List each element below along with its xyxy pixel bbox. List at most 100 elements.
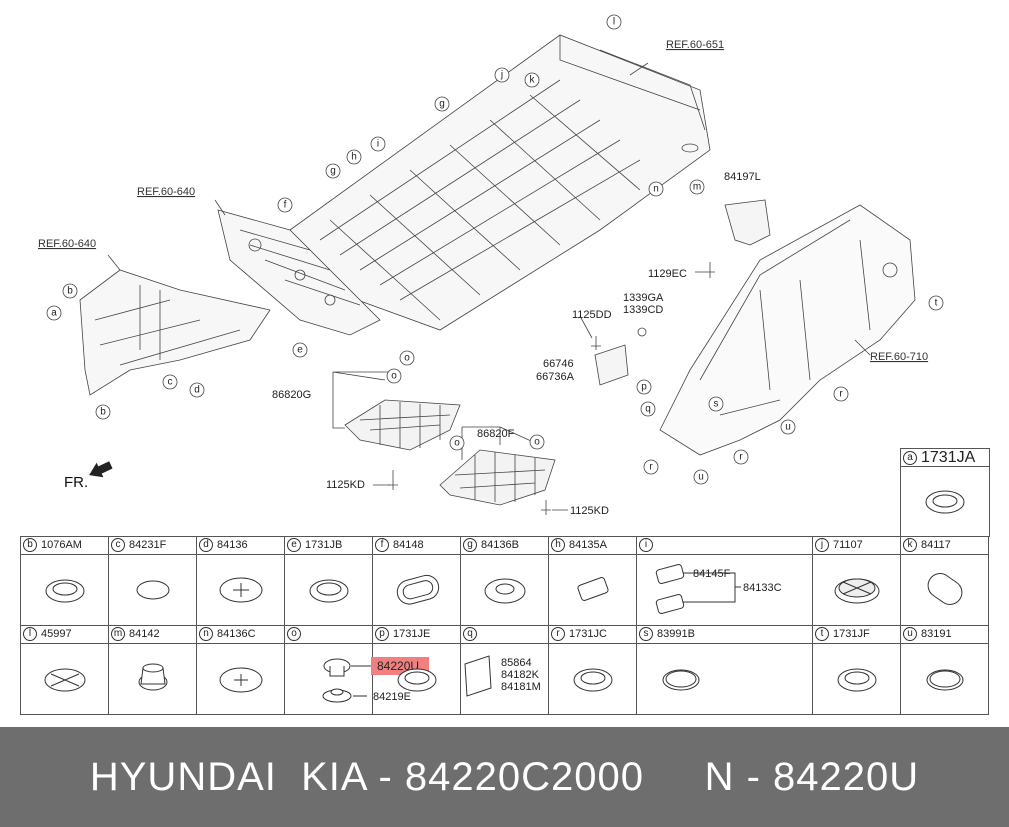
callout-b2: b: [100, 407, 106, 418]
sub-part-85864: 85864: [501, 657, 532, 669]
part-label-1339GA: 1339GA: [623, 292, 664, 304]
square-plug-icon: [577, 577, 609, 601]
callout-a: a: [51, 308, 57, 319]
under-cover-86820G: [344, 399, 461, 451]
cell-letter: n: [199, 627, 213, 642]
part-label-1125KD-right: 1125KD: [570, 505, 609, 517]
parts-cell-i: i 84145F 84133C: [636, 536, 813, 626]
part-label-1129EC: 1129EC: [648, 268, 687, 280]
cell-part-number: 84231F: [129, 539, 167, 551]
cell-part-number: 84117: [921, 539, 951, 551]
part-label-1125DD: 1125DD: [572, 309, 612, 321]
callout-j: j: [500, 70, 503, 81]
side-body-illustration: [659, 204, 916, 456]
plug-icon: [136, 580, 170, 600]
cell-part-number: 1731JF: [833, 628, 870, 640]
cell-part-number: 1076AM: [41, 539, 82, 551]
part-label-86820G: 86820G: [272, 389, 311, 401]
star-plug-icon: [484, 578, 526, 604]
callout-o4: o: [534, 437, 540, 448]
clip-icon: [138, 663, 168, 691]
cell-part-number: 1731JA: [921, 449, 976, 466]
cell-part-number: 45997: [41, 628, 72, 640]
ref-label-60-651[interactable]: REF.60-651: [666, 39, 724, 51]
cell-letter: i: [639, 538, 653, 553]
grommet-icon: [573, 668, 613, 692]
floor-panel-illustration: [289, 34, 711, 331]
cell-part-number: 71107: [833, 539, 863, 551]
sub-part-84145F: 84145F: [693, 568, 731, 580]
cell-letter: j: [815, 538, 829, 553]
cell-letter: b: [23, 538, 37, 553]
cell-letter: m: [111, 627, 125, 642]
grommet-icon: [45, 579, 85, 603]
ref-label-60-640-frame[interactable]: REF.60-640: [38, 238, 96, 250]
callout-u2: u: [698, 472, 704, 483]
parts-cell-n: n 84136C: [196, 625, 285, 715]
plug-icon: [219, 667, 263, 693]
part-label-86820F: 86820F: [477, 428, 515, 440]
part-label-1339CD: 1339CD: [623, 304, 663, 316]
callout-p: p: [641, 382, 647, 393]
sub-part-84182K: 84182K: [501, 669, 540, 681]
footer-part-number-text: HYUNDAI KIA - 84220C2000 N - 84220U: [89, 755, 920, 799]
sub-part-84181M: 84181M: [501, 681, 541, 693]
cell-letter: c: [111, 538, 125, 553]
cross-plug-icon: [834, 578, 880, 604]
cell-letter: d: [199, 538, 213, 553]
part-label-1125KD-left: 1125KD: [326, 479, 365, 491]
callout-h: h: [351, 152, 357, 163]
callout-c: c: [168, 377, 173, 388]
parts-cell-l: l 45997: [20, 625, 109, 715]
cell-part-number: 84136: [217, 539, 248, 551]
sub-part-84133C: 84133C: [743, 582, 782, 594]
callout-o1: o: [404, 353, 410, 364]
grommet-icon: [925, 490, 965, 514]
plug-icon: [926, 669, 964, 691]
ref-label-60-640-dash[interactable]: REF.60-640: [137, 186, 195, 198]
grommet-icon: [309, 579, 349, 603]
part-number-footer: HYUNDAI KIA - 84220C2000 N - 84220U: [0, 727, 1009, 827]
plug-icon: [662, 669, 700, 691]
sub-part-84219E: 84219E: [373, 691, 411, 703]
callout-l: l: [613, 17, 615, 28]
cell-letter: u: [903, 627, 917, 642]
callout-g2: g: [330, 166, 336, 177]
cell-letter: a: [903, 450, 917, 465]
callout-e: e: [297, 345, 303, 356]
callout-r2: r: [739, 452, 743, 463]
cell-part-number: 84135A: [569, 539, 607, 551]
cell-letter: l: [23, 627, 37, 642]
cell-letter: q: [463, 627, 477, 642]
cell-letter: o: [287, 627, 301, 642]
cell-part-number: 84136C: [217, 628, 256, 640]
ref-label-60-710[interactable]: REF.60-710: [870, 351, 928, 363]
cell-part-number: 84148: [393, 539, 424, 551]
front-frame-illustration: [79, 269, 271, 396]
dash-panel-illustration: [217, 209, 381, 336]
part-label-66746: 66746: [543, 358, 574, 370]
callout-f: f: [284, 200, 287, 211]
sub-part-84220U: 84220U: [377, 659, 419, 673]
grommet-icon: [397, 668, 437, 692]
parts-cell-j: j 71107: [812, 536, 901, 626]
exploded-parts-diagram: REF.60-651 REF.60-640 REF.60-640 REF.60-…: [38, 14, 944, 517]
callout-s: s: [714, 399, 719, 410]
callout-r1: r: [839, 389, 843, 400]
front-direction-label: FR.: [64, 474, 88, 491]
square-plug-set-icon: 84145F 84133C: [655, 564, 782, 614]
oval-plug-icon: [927, 573, 963, 605]
callout-q: q: [645, 404, 651, 415]
parts-cell-a: a 1731JA: [900, 448, 990, 537]
oval-plug-icon: [396, 574, 440, 605]
